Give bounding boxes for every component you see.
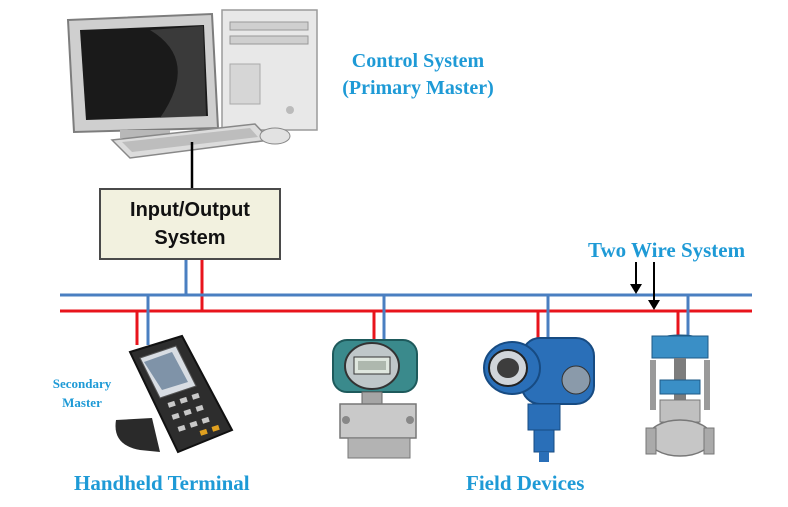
io-label-line2: System [154,227,226,249]
pressure-transmitter-icon [332,339,418,459]
computer-icon [66,9,318,159]
control-system-line2: (Primary Master) [342,77,494,99]
control-system-line1: Control System [351,50,485,72]
secondary-line2: Master [62,395,102,410]
handheld-terminal-label: Handheld Terminal [74,471,250,495]
wiring [60,142,752,345]
handheld-terminal-icon [115,334,234,454]
control-system-title: Control System (Primary Master) [0,48,788,102]
io-system-box: Input/Output System [99,188,281,260]
secondary-master-label: Secondary Master [40,374,124,412]
secondary-line1: Secondary [52,376,112,391]
down-arrow-icon [630,262,660,310]
control-valve-icon [645,334,715,457]
two-wire-label: Two Wire System [588,238,746,262]
io-label-line1: Input/Output [130,199,250,221]
temperature-transmitter-icon [483,337,595,462]
field-devices-label: Field Devices [466,471,585,495]
